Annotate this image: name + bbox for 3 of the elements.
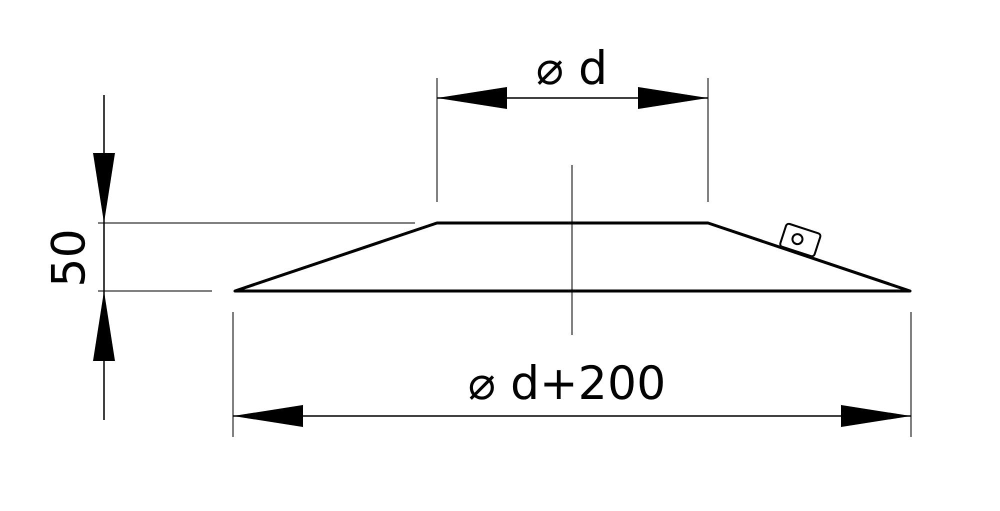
- dimension-text: ⌀ d: [536, 45, 608, 91]
- dimension-text: 50: [44, 228, 91, 288]
- dimension-text: ⌀ d+200: [468, 360, 666, 406]
